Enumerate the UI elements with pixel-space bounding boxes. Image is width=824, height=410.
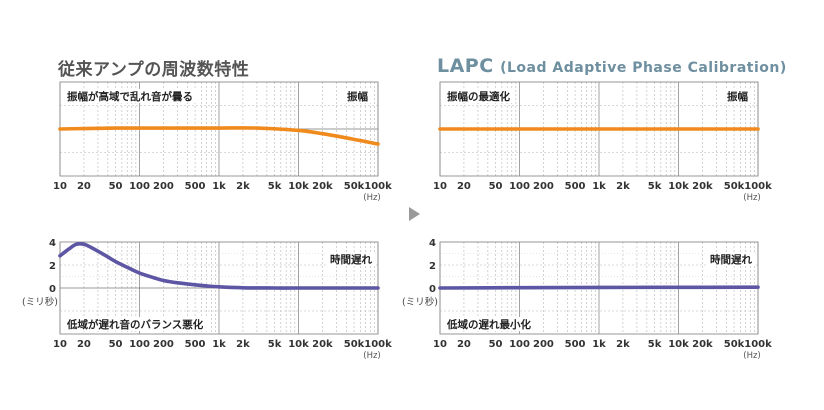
x-tick-label: 50k: [724, 339, 745, 350]
x-tick-label: 10: [433, 339, 447, 350]
in-plot-label: 時間遅れ: [710, 253, 752, 266]
x-tick-label: 1k: [592, 339, 606, 350]
x-tick-label: 5k: [648, 181, 662, 192]
x-tick-label: 50: [109, 339, 123, 350]
label-bg: [64, 317, 211, 331]
x-tick-label: 100: [129, 181, 150, 192]
x-tick-label: 50k: [724, 181, 745, 192]
x-tick-label: 2k: [236, 339, 250, 350]
arrow-right-icon: [409, 207, 420, 221]
y-axis-unit: (ミリ秒): [22, 296, 58, 308]
y-tick-label: 0: [49, 284, 56, 295]
x-tick-label: 20: [77, 339, 91, 350]
x-tick-label: 500: [185, 181, 206, 192]
y-tick-label: 4: [429, 238, 436, 249]
chart-title-lapc-sub: (Load Adaptive Phase Calibration): [500, 60, 787, 76]
x-tick-label: 1k: [212, 339, 226, 350]
x-tick-label: 10: [53, 181, 67, 192]
x-tick-label: 5k: [268, 339, 282, 350]
x-tick-label: 200: [533, 181, 554, 192]
x-tick-label: 1k: [592, 181, 606, 192]
in-plot-label: 振幅: [727, 90, 748, 103]
chart-lapc-amp: [438, 81, 760, 177]
label-bg: [444, 89, 515, 103]
x-tick-label: 20: [457, 181, 471, 192]
x-tick-label: 2k: [616, 181, 630, 192]
x-tick-label: 10: [53, 339, 67, 350]
x-tick-label: 200: [153, 181, 174, 192]
x-tick-label: 50k: [344, 339, 365, 350]
series-line: [58, 126, 380, 146]
x-tick-label: 10k: [668, 339, 689, 350]
x-tick-label: 20k: [692, 339, 713, 350]
y-tick-label: 2: [429, 261, 436, 272]
x-tick-label: 100: [129, 339, 150, 350]
x-tick-label: 500: [185, 339, 206, 350]
x-tick-label: 20: [457, 339, 471, 350]
y-tick-label: 4: [49, 238, 56, 249]
x-tick-label: 10k: [288, 181, 309, 192]
chart-title-lapc-main: LAPC: [437, 55, 494, 77]
x-tick-label: 100k: [744, 181, 772, 192]
x-tick-label: 20k: [692, 181, 713, 192]
x-tick-label: 100: [509, 181, 530, 192]
label-bg: [325, 252, 375, 266]
x-tick-label: 50: [489, 339, 503, 350]
x-tick-label: 20k: [312, 181, 333, 192]
x-tick-label: 50: [109, 181, 123, 192]
x-tick-label: 10k: [668, 181, 689, 192]
label-bg: [444, 317, 537, 331]
x-tick-label: 500: [565, 339, 586, 350]
label-bg: [723, 89, 751, 103]
y-tick-label: 0: [429, 284, 436, 295]
x-tick-label: 20k: [312, 339, 333, 350]
series-line: [438, 285, 760, 290]
in-plot-label: 振幅が高域で乱れ音が曇る: [67, 90, 193, 103]
x-tick-label: 1k: [212, 181, 226, 192]
x-axis-unit: (Hz): [363, 351, 381, 361]
x-tick-label: 5k: [268, 181, 282, 192]
x-tick-label: 100k: [364, 339, 392, 350]
chart-conv-delay: [58, 241, 380, 335]
x-tick-label: 2k: [616, 339, 630, 350]
x-tick-label: 50: [489, 181, 503, 192]
in-plot-label: 振幅: [347, 90, 368, 103]
y-tick-label: 2: [49, 261, 56, 272]
label-bg: [64, 89, 200, 103]
x-tick-label: 50k: [344, 181, 365, 192]
chart-title-lapc: LAPC (Load Adaptive Phase Calibration): [437, 55, 787, 77]
x-tick-label: 100k: [744, 339, 772, 350]
x-tick-label: 200: [533, 339, 554, 350]
x-axis-unit: (Hz): [743, 193, 761, 203]
x-axis-unit: (Hz): [743, 351, 761, 361]
chart-lapc-delay: [438, 241, 760, 335]
in-plot-label: 低域の遅れ最小化: [446, 318, 531, 331]
x-tick-label: 2k: [236, 181, 250, 192]
x-tick-label: 5k: [648, 339, 662, 350]
in-plot-label: 時間遅れ: [330, 253, 372, 266]
label-bg: [343, 89, 371, 103]
y-axis-unit: (ミリ秒): [402, 296, 438, 308]
chart-title-conventional: 従来アンプの周波数特性: [58, 60, 250, 80]
x-tick-label: 100: [509, 339, 530, 350]
x-tick-label: 20: [77, 181, 91, 192]
x-tick-label: 200: [153, 339, 174, 350]
x-tick-label: 100k: [364, 181, 392, 192]
label-bg: [705, 252, 755, 266]
series-line: [58, 241, 380, 290]
in-plot-label: 低域が遅れ音のバランス悪化: [66, 318, 204, 331]
in-plot-label: 振幅の最適化: [447, 90, 510, 103]
x-axis-unit: (Hz): [363, 193, 381, 203]
chart-conv-amp: [58, 81, 380, 177]
x-tick-label: 10k: [288, 339, 309, 350]
x-tick-label: 500: [565, 181, 586, 192]
x-tick-label: 10: [433, 181, 447, 192]
